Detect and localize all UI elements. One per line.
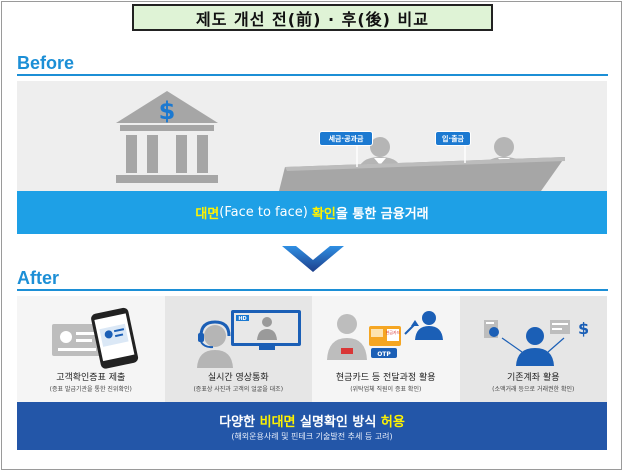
id-card-smartphone-icon (52, 307, 139, 369)
before-caption-text-2: 을 통한 금융거래 (335, 207, 429, 222)
method-panel-existing-account: $ 기존계좌 활용 (소액거래 등으로 거래권한 확인) (459, 296, 607, 402)
method-panel-video-call: HD 실시간 영상통화 (증표상 사진과 고객의 얼굴을 대조) (164, 296, 312, 402)
svg-text:$: $ (159, 97, 176, 125)
existing-account-icon: $ (483, 319, 589, 366)
teller-counter-illustration (279, 137, 565, 191)
before-caption-highlight-1: 대면 (195, 207, 220, 222)
svg-text:$: $ (578, 319, 589, 338)
hd-badge: HD (238, 316, 246, 322)
before-divider (17, 74, 608, 76)
before-caption-highlight-2: 확인 (311, 207, 336, 222)
bank-icon: $ (116, 91, 218, 183)
method-panel-id-submission: 고객확인증표 제출 (증표 발급기관을 통한 진위확인) (17, 296, 165, 402)
before-caption-bar: 대면 (Face to face) 확인 을 통한 금융거래 (17, 191, 607, 234)
otp-label: OTP (377, 351, 391, 358)
method-panel-card-delivery: 현금카드 OTP 현금카드 등 전달과정 활용 (위탁업체 직원이 증표 확인) (312, 296, 460, 402)
deposit-withdrawal-tag: 입·출금 (435, 131, 471, 146)
cash-card-label: 현금카드 (386, 329, 401, 335)
method-subtitle: (위탁업체 직원이 증표 확인) (350, 386, 422, 393)
after-caption-text-1: 다양한 (219, 415, 260, 430)
method-title: 고객확인증표 제출 (56, 373, 126, 383)
method-title: 기존계좌 활용 (506, 373, 560, 383)
after-divider (17, 289, 608, 291)
after-caption-highlight-2: 허용 (380, 415, 405, 430)
after-caption-bar: 다양한 비대면 실명확인 방식 허용 (해외운용사례 및 핀테크 기술발전 추세… (17, 402, 607, 450)
after-label: After (17, 268, 60, 288)
after-caption-main: 다양한 비대면 실명확인 방식 허용 (17, 411, 607, 430)
method-subtitle: (소액거래 등으로 거래권한 확인) (492, 386, 575, 393)
method-title: 실시간 영상통화 (207, 373, 269, 383)
page-title: 제도 개선 전(前) · 후(後) 비교 (132, 4, 493, 31)
method-subtitle: (증표상 사진과 고객의 얼굴을 대조) (193, 386, 284, 393)
after-caption-highlight-1: 비대면 (259, 415, 296, 430)
tax-fee-tag: 세금·공과금 (319, 131, 373, 146)
video-call-operator-icon: HD (196, 310, 301, 368)
courier-card-otp-icon: 현금카드 OTP (327, 311, 443, 360)
before-caption-text-1: (Face to face) (219, 205, 312, 220)
before-label: Before (17, 53, 75, 73)
chevron-down-icon (282, 246, 344, 272)
after-caption-sub: (해외운용사례 및 핀테크 기술발전 추세 등 고려) (231, 432, 393, 441)
before-illustration: $ 세금·공과금 입·출금 (17, 81, 607, 191)
after-methods: 고객확인증표 제출 (증표 발급기관을 통한 진위확인) HD 실시간 영상통화… (17, 296, 607, 402)
method-subtitle: (증표 발급기관을 통한 진위확인) (49, 386, 132, 393)
after-caption-text-2: 실명확인 방식 (295, 415, 381, 430)
method-title: 현금카드 등 전달과정 활용 (335, 373, 436, 383)
